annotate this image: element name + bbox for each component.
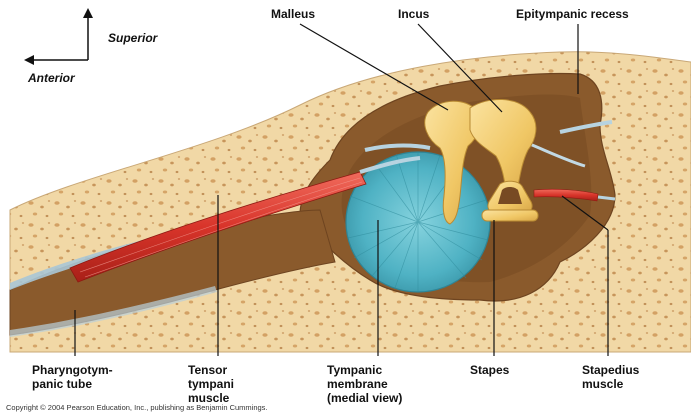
orientation-indicator: Superior Anterior [24,8,159,85]
pharyngotympanic-tube-label: Pharyngotym- panic tube [32,363,116,391]
malleus-label: Malleus [271,7,315,21]
tensor-tympani-label: Tensor tympani muscle [188,363,237,405]
anterior-label: Anterior [27,71,76,85]
superior-label: Superior [108,31,159,45]
stapedius-muscle-label: Stapedius muscle [582,363,643,391]
stapes-label: Stapes [470,363,510,377]
arrow-up-icon [83,8,93,18]
incus-label: Incus [398,7,430,21]
tympanic-membrane-label: Tympanic membrane (medial view) [327,363,402,405]
stapes-footplate [482,210,538,221]
epitympanic-recess-label: Epitympanic recess [516,7,629,21]
copyright-notice: Copyright © 2004 Pearson Education, Inc.… [6,403,268,412]
stapedius-tendon [598,197,615,199]
arrow-left-icon [24,55,34,65]
